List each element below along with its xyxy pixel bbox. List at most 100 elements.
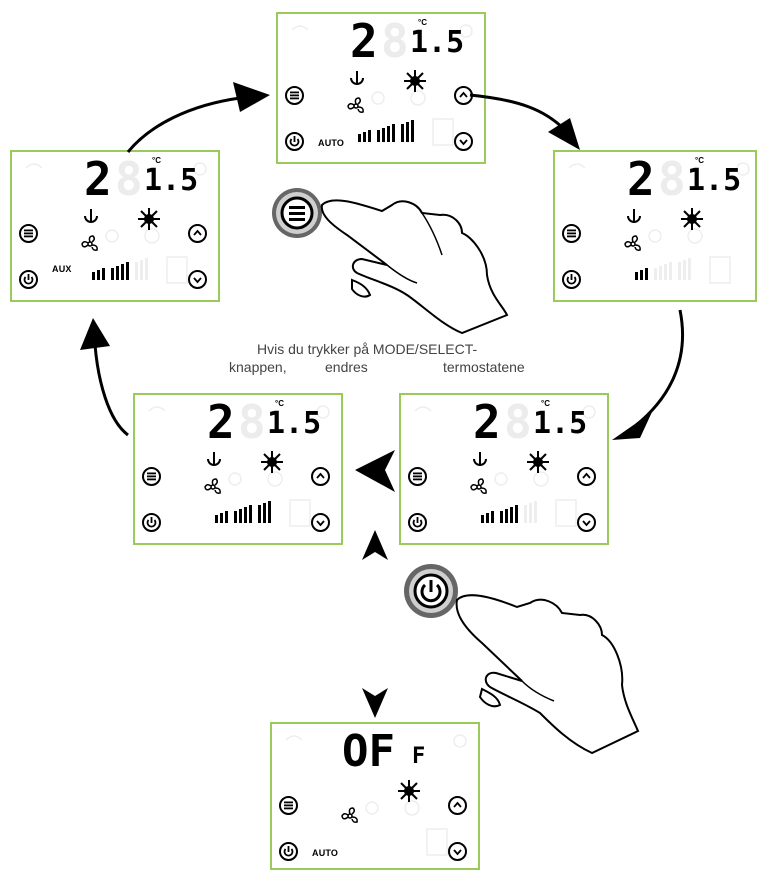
hand-pointer-icon [320, 199, 509, 335]
sun-icon [398, 780, 420, 802]
fan-icon [81, 235, 98, 251]
temperature-integer: 2 [473, 395, 501, 449]
temperature-decimal: 1.5 [267, 406, 322, 441]
heating-coil-icon [350, 71, 364, 85]
temperature-decimal: 1.5 [144, 163, 199, 198]
power-icon [289, 136, 300, 147]
fan-speed-bars [92, 256, 182, 280]
menu-icon [567, 229, 576, 238]
up-button[interactable] [448, 796, 467, 815]
fan-icon [341, 807, 358, 823]
mode-label: AUX [52, 264, 72, 274]
arrow-midleft-to-left [93, 344, 129, 437]
up-arrow-icon [193, 229, 202, 236]
power-button[interactable] [19, 270, 38, 289]
menu-icon [290, 91, 299, 100]
down-button[interactable] [454, 132, 473, 151]
fan-speed-bars [635, 256, 725, 280]
sun-icon [261, 451, 283, 473]
arrowhead-icon [612, 412, 652, 440]
mode-select-button[interactable] [142, 467, 161, 486]
down-button[interactable] [448, 842, 467, 861]
hand-pointer-icon [455, 594, 640, 755]
arrowhead-icon [233, 82, 270, 112]
caption-line-2a: knappen, [229, 359, 287, 375]
fan-speed-bars [215, 499, 305, 523]
menu-icon [24, 229, 33, 238]
fan-icon [470, 478, 487, 494]
power-icon [146, 517, 157, 528]
down-button[interactable] [188, 270, 207, 289]
menu-icon [413, 472, 422, 481]
up-button[interactable] [577, 467, 596, 486]
fan-speed-bars [481, 499, 571, 523]
sun-icon [138, 208, 160, 230]
heating-coil-icon [627, 209, 641, 223]
menu-icon [272, 188, 322, 238]
temperature-decimal: 1.5 [533, 406, 588, 441]
temperature-unit: °C [541, 399, 550, 408]
up-arrow-icon [459, 91, 468, 98]
temperature-ghost-digit: 8 [504, 395, 532, 449]
mode-label: AUTO [312, 848, 339, 858]
mode-label: AUTO [318, 138, 345, 148]
mode-select-button[interactable] [408, 467, 427, 486]
temperature-unit: °C [695, 156, 704, 165]
up-arrow-icon [316, 472, 325, 479]
fan-icon [204, 478, 221, 494]
temperature-integer: 2 [627, 152, 655, 206]
temperature-decimal: 1.5 [687, 163, 742, 198]
temperature-ghost-digit: 8 [658, 152, 686, 206]
power-icon [23, 274, 34, 285]
fan-speed-bars [358, 118, 448, 142]
display-off: OF [342, 726, 395, 777]
mode-select-button[interactable] [279, 796, 298, 815]
sun-icon [404, 70, 426, 92]
sun-icon [527, 451, 549, 473]
temperature-unit: °C [152, 156, 161, 165]
power-icon [283, 846, 294, 857]
down-arrow-icon [193, 277, 202, 284]
menu-icon [284, 801, 293, 810]
caption-line-1: Hvis du trykker på MODE/SELECT- [257, 341, 478, 357]
power-button[interactable] [142, 513, 161, 532]
power-button[interactable] [562, 270, 581, 289]
temperature-ghost-digit: 8 [115, 152, 143, 206]
fan-icon [347, 97, 364, 113]
power-icon [412, 517, 423, 528]
up-arrow-icon [582, 472, 591, 479]
temperature-integer: 2 [207, 395, 235, 449]
down-button[interactable] [577, 513, 596, 532]
up-arrow-icon [453, 801, 462, 808]
thermostat-panel-bottom: OF F AUTO [270, 722, 480, 870]
power-button[interactable] [279, 842, 298, 861]
mode-select-button[interactable] [285, 86, 304, 105]
display-off-small: F [412, 744, 426, 769]
down-arrow-icon [316, 520, 325, 527]
power-button-pressed[interactable] [403, 563, 459, 619]
up-button[interactable] [188, 224, 207, 243]
up-button[interactable] [311, 467, 330, 486]
arrow-right-to-midright [629, 309, 685, 432]
arrowhead-icon [362, 530, 388, 560]
power-icon [566, 274, 577, 285]
power-button[interactable] [285, 132, 304, 151]
down-arrow-icon [582, 520, 591, 527]
arrow-top-to-right [469, 93, 567, 132]
power-button[interactable] [408, 513, 427, 532]
temperature-unit: °C [275, 399, 284, 408]
heating-coil-icon [84, 209, 98, 223]
mode-select-button[interactable] [19, 224, 38, 243]
caption-line-2c: termostatene [443, 359, 525, 375]
down-button[interactable] [311, 513, 330, 532]
arrow-left-to-top [126, 96, 241, 153]
mode-select-button[interactable] [562, 224, 581, 243]
mode-select-button-pressed[interactable] [271, 187, 323, 239]
arrowhead-icon [362, 688, 388, 718]
temperature-decimal: 1.5 [410, 25, 465, 60]
